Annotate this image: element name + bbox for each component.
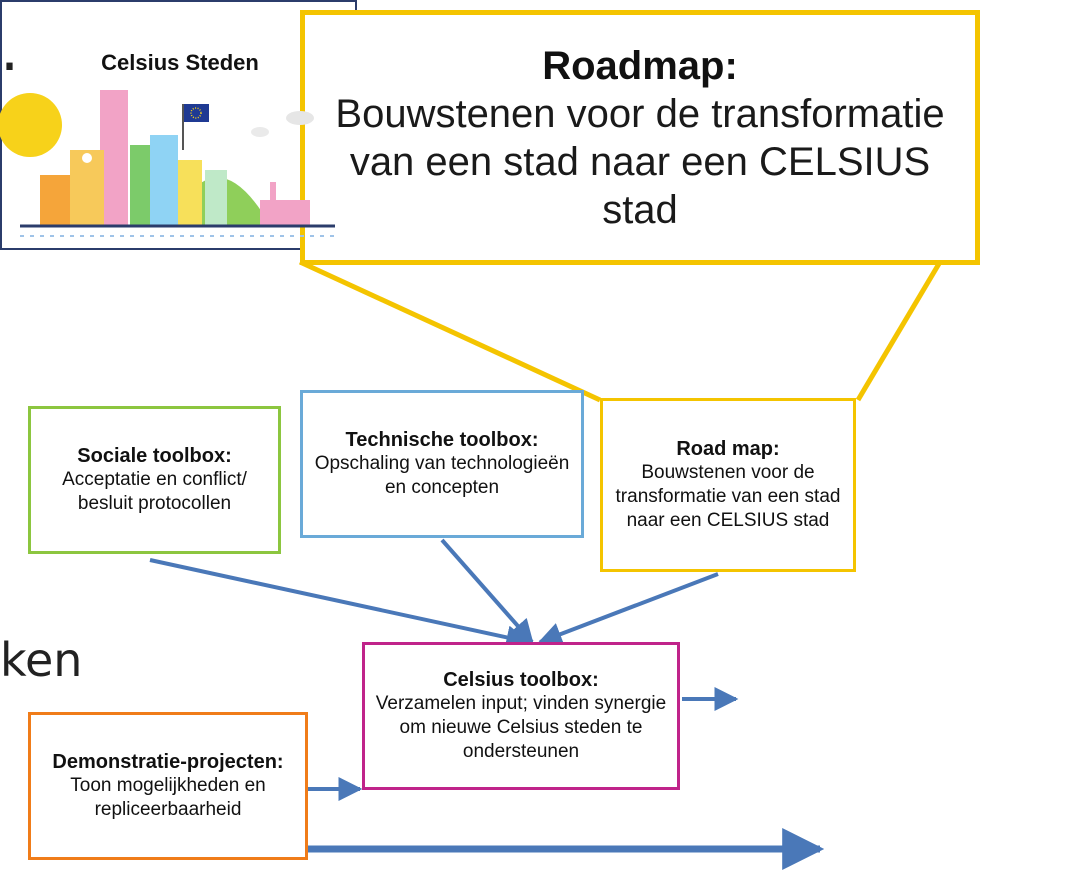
callout-body: Bouwstenen voor de transformatie van een… — [335, 91, 945, 232]
arrow-roadmap-to-toolbox — [537, 572, 719, 646]
sociale-toolbox-box: Sociale toolbox: Acceptatie en conflict/… — [28, 406, 281, 554]
cloud-icon — [286, 111, 314, 125]
roadmap-box: Road map: Bouwstenen voor de transformat… — [600, 398, 856, 572]
building-pink-tower — [100, 90, 128, 225]
celsius-toolbox-body: Verzamelen input; vinden synergie om nie… — [375, 693, 667, 762]
eu-flag-icon — [183, 104, 209, 122]
roadmap-callout: Roadmap: Bouwstenen voor de transformati… — [300, 10, 980, 265]
arrow-sociale-to-toolbox — [149, 558, 531, 650]
technische-title: Technische toolbox: — [345, 429, 539, 451]
roadmap-body: Bouwstenen voor de transformatie van een… — [615, 462, 841, 531]
building-mint — [205, 170, 227, 225]
callout-pointer-right — [855, 260, 943, 402]
stray-ken-text: ken — [0, 633, 83, 687]
building-orange — [40, 175, 72, 225]
roadmap-title: Road map: — [676, 438, 780, 460]
building-blue — [150, 135, 178, 225]
technische-toolbox-box: Technische toolbox: Opschaling van techn… — [300, 390, 584, 538]
demonstratie-box: Demonstratie-projecten: Toon mogelijkhed… — [28, 712, 308, 860]
technische-body: Opschaling van technologieën en concepte… — [314, 453, 570, 498]
sociale-body: Acceptatie en conflict/ besluit protocol… — [62, 469, 247, 514]
city-illustration — [0, 90, 335, 237]
demo-body: Toon mogelijkheden en repliceerbaarheid — [70, 775, 266, 820]
celsius-steden-panel: Celsius Steden — [0, 0, 357, 250]
building-yellow — [178, 160, 202, 225]
sociale-title: Sociale toolbox: — [77, 445, 232, 467]
demo-title: Demonstratie-projecten: — [52, 751, 284, 773]
callout-pointer-left — [298, 259, 602, 403]
cloud-icon — [251, 127, 269, 137]
sun-icon — [0, 93, 62, 157]
celsius-toolbox-box: Celsius toolbox: Verzamelen input; vinde… — [362, 642, 680, 790]
arrow-technische-to-toolbox — [440, 538, 534, 644]
building-green — [130, 145, 152, 225]
celsius-toolbox-title: Celsius toolbox: — [443, 669, 599, 691]
factory-pink — [260, 200, 310, 225]
steden-title: Celsius Steden — [101, 50, 259, 75]
stray-dot: . — [0, 15, 20, 85]
callout-title: Roadmap: — [542, 43, 738, 88]
